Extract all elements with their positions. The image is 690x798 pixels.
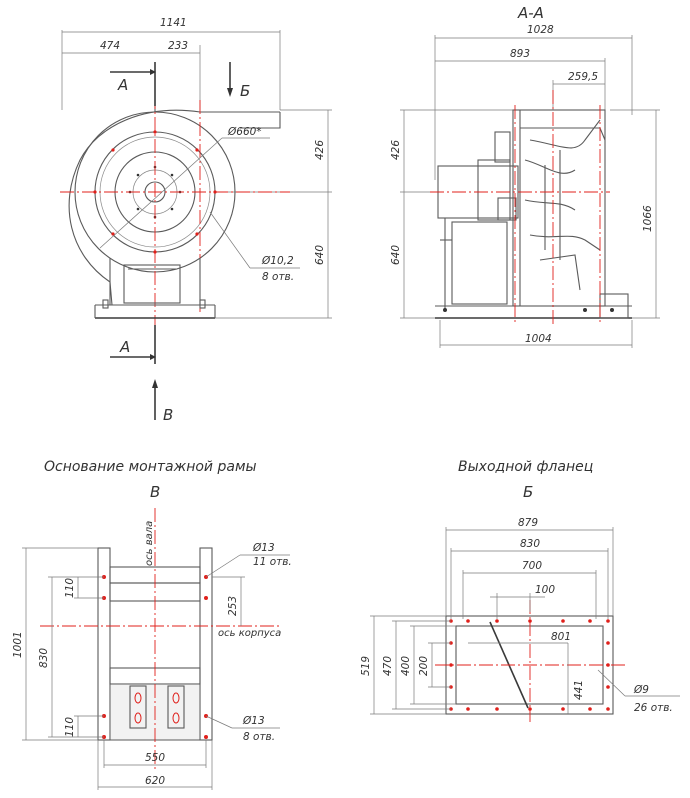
flange-caption: Выходной фланец xyxy=(458,459,593,475)
section-aa-view: А-А 1028 893 259,5 426 640 1066 1004 xyxy=(390,4,660,348)
flange-holes-count: 26 отв. xyxy=(634,702,673,714)
outlet-flange-view: Выходной фланец Б xyxy=(360,459,680,722)
aa-dim-inner: 893 xyxy=(510,48,530,60)
aa-dim-base: 1004 xyxy=(525,333,552,345)
base-top-holes-dia: Ø13 xyxy=(252,542,275,554)
flange-dim-inner-h-span: 801 xyxy=(551,631,571,643)
front-dim-left: 474 xyxy=(100,40,120,52)
front-dim-width: 1141 xyxy=(160,17,187,29)
flange-dim-inner-h: 400 xyxy=(400,656,412,676)
flange-dim-outer-h: 519 xyxy=(360,656,372,676)
front-dim-bolt-hole: Ø10,2 xyxy=(261,255,294,267)
flange-dim-hole-h: 470 xyxy=(382,656,394,676)
base-dim-axis-offset: 253 xyxy=(227,596,239,616)
front-dim-flange: 233 xyxy=(168,40,188,52)
base-dim-span: 830 xyxy=(38,648,50,668)
aa-dim-upper: 426 xyxy=(390,140,402,160)
base-frame-letter: В xyxy=(150,483,160,501)
front-view-v-letter: В xyxy=(163,406,173,424)
flange-dim-pitch-w: 100 xyxy=(535,584,555,596)
front-view: 1141 474 233 426 640 xyxy=(60,17,332,424)
base-dim-bottom-pitch: 110 xyxy=(64,717,76,737)
front-cut-top-letter: А xyxy=(117,76,128,94)
base-dim-total: 1001 xyxy=(12,631,24,658)
base-top-holes-count: 11 отв. xyxy=(253,556,292,568)
front-dim-lower: 640 xyxy=(314,245,326,265)
flange-dim-inner-w: 700 xyxy=(522,560,542,572)
flange-holes-dia: Ø9 xyxy=(633,684,649,696)
base-dim-top-pitch: 110 xyxy=(64,578,76,598)
aa-dim-total-height: 1066 xyxy=(642,205,654,232)
section-aa-title: А-А xyxy=(517,4,544,22)
aa-dim-lower: 640 xyxy=(390,245,402,265)
base-bottom-holes-dia: Ø13 xyxy=(242,715,265,727)
flange-letter: Б xyxy=(523,483,533,501)
aa-dim-shaft: 259,5 xyxy=(568,71,598,83)
base-dim-inner-width: 550 xyxy=(145,752,165,764)
aa-dim-width: 1028 xyxy=(527,24,554,36)
shaft-axis-label: ось вала xyxy=(144,521,155,566)
front-cut-bottom-letter: А xyxy=(119,338,130,356)
flange-dim-outer-w: 879 xyxy=(518,517,538,529)
front-dim-diameter: Ø660* xyxy=(227,126,262,138)
base-frame-caption: Основание монтажной рамы xyxy=(44,459,257,475)
base-bottom-holes-count: 8 отв. xyxy=(243,731,275,743)
flange-dim-hole-w: 830 xyxy=(520,538,540,550)
flange-dim-opening-h: 441 xyxy=(573,680,585,700)
base-frame-view: Основание монтажной рамы В ось вала ось … xyxy=(12,459,292,790)
front-view-b-letter: Б xyxy=(240,82,250,100)
front-dim-upper: 426 xyxy=(314,140,326,160)
base-dim-outer-width: 620 xyxy=(145,775,165,787)
flange-dim-pitch-h: 200 xyxy=(418,656,430,676)
body-axis-label: ось корпуса xyxy=(218,628,281,639)
front-dim-bolt-count: 8 отв. xyxy=(262,271,294,283)
